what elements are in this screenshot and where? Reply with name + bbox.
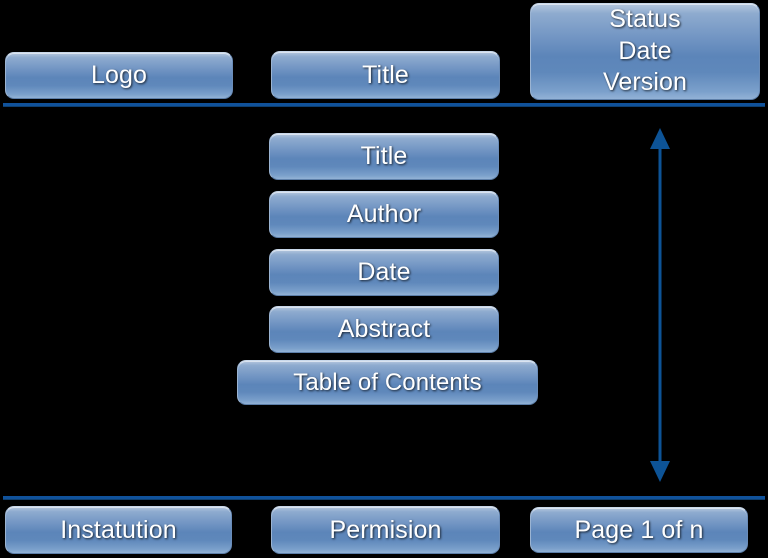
header-box-status-date-version[interactable]: Status Date Version [530,3,760,100]
header-box-logo[interactable]: Logo [5,52,233,99]
header-box-title[interactable]: Title [271,51,500,99]
body-box-table-of-contents-label: Table of Contents [293,368,482,396]
body-box-abstract[interactable]: Abstract [269,306,499,353]
footer-box-permision-label: Permision [329,515,442,544]
footer-box-instatution-label: Instatution [60,515,177,544]
header-box-title-label: Title [362,60,409,89]
footer-box-permision[interactable]: Permision [271,506,500,554]
arrow-head-up-icon [650,128,670,149]
body-box-table-of-contents[interactable]: Table of Contents [237,360,538,405]
header-box-status-date-version-label: Status Date Version [602,5,688,97]
body-box-date[interactable]: Date [269,249,499,296]
body-box-title[interactable]: Title [269,133,499,180]
footer-box-page-number[interactable]: Page 1 of n [530,507,748,553]
header-box-logo-label: Logo [90,61,147,90]
footer-box-instatution[interactable]: Instatution [5,506,232,554]
header-divider [3,103,765,106]
body-box-title-label: Title [360,142,408,171]
arrow-head-down-icon [650,461,670,482]
body-box-abstract-label: Abstract [337,315,431,344]
body-box-author-label: Author [346,200,422,229]
footer-divider [3,496,765,499]
body-box-author[interactable]: Author [269,191,499,238]
arrow-shaft [658,142,662,468]
body-box-date-label: Date [357,258,411,287]
footer-box-page-number-label: Page 1 of n [574,515,704,544]
page-height-arrow-icon [645,128,675,482]
